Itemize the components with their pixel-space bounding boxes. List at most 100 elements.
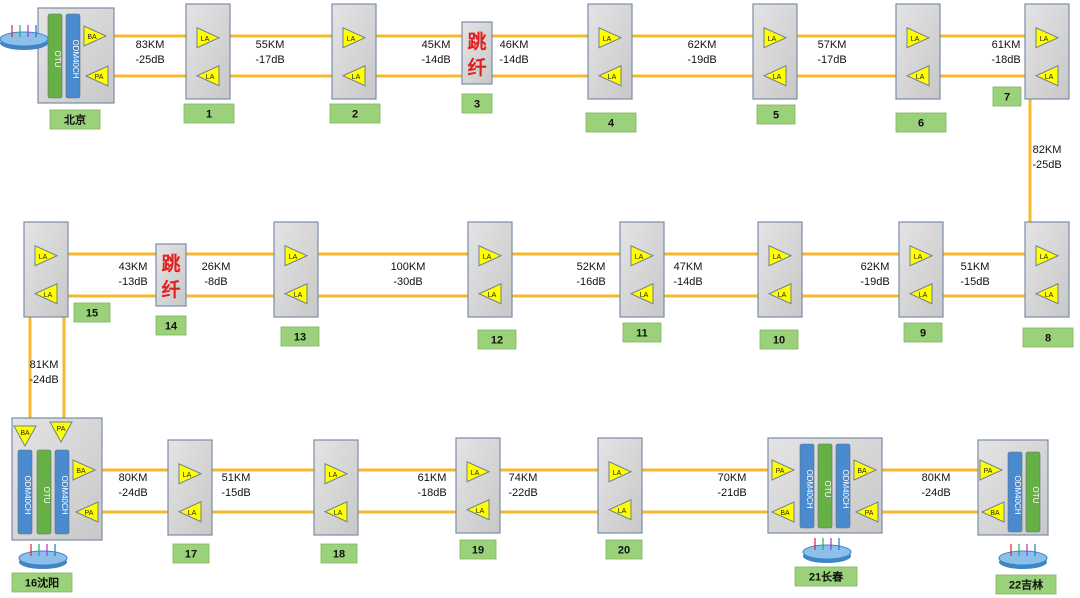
span-distance: 83KM bbox=[136, 39, 165, 51]
router-top bbox=[998, 550, 1048, 566]
pa-amp bbox=[979, 459, 1004, 481]
span-loss: -15dB bbox=[960, 276, 989, 288]
jump-text-bottom: 纤 bbox=[467, 56, 486, 79]
la-amp-forward bbox=[478, 244, 503, 267]
span-loss: -19dB bbox=[860, 276, 889, 288]
span-loss: -24dB bbox=[921, 487, 950, 499]
site-label-box bbox=[459, 539, 497, 560]
span-loss: -14dB bbox=[421, 54, 450, 66]
span-loss: -18dB bbox=[991, 54, 1020, 66]
pa-amp bbox=[84, 65, 109, 87]
span-distance: 62KM bbox=[688, 39, 717, 51]
span-distance: 62KM bbox=[861, 261, 890, 273]
otu-module-label: OTU bbox=[53, 51, 62, 68]
pa-amp-west-label: PA bbox=[776, 468, 785, 475]
la-amp-forward bbox=[324, 462, 349, 485]
la-amp-reverse bbox=[597, 64, 622, 87]
fiber-links bbox=[28, 34, 1032, 514]
la-amp-forward-label: LA bbox=[914, 254, 923, 261]
la-amp-reverse bbox=[1034, 64, 1059, 87]
la-amp-reverse bbox=[341, 64, 366, 87]
node-box bbox=[757, 221, 803, 318]
site-label-box bbox=[183, 103, 235, 124]
la-amp-reverse-label: LA bbox=[476, 508, 485, 515]
la-amp-reverse-label: LA bbox=[1045, 292, 1054, 299]
la-amp-forward-label: LA bbox=[483, 254, 492, 261]
span-loss: -16dB bbox=[576, 276, 605, 288]
la-amp-reverse bbox=[33, 282, 58, 305]
site-label-box bbox=[329, 103, 381, 124]
router-icon bbox=[802, 538, 852, 563]
span-loss: -13dB bbox=[118, 276, 147, 288]
span-distance: 47KM bbox=[674, 261, 703, 273]
span-loss: -24dB bbox=[118, 487, 147, 499]
ba-amp-north-label: BA bbox=[20, 430, 30, 437]
site-label-4: 4 bbox=[608, 118, 615, 130]
node-box bbox=[331, 3, 377, 100]
odm-module-east-label: ODM40CH bbox=[841, 469, 850, 508]
odm-module-label: ODM40CH bbox=[1013, 475, 1022, 514]
la-amp-forward-label: LA bbox=[347, 36, 356, 43]
span-loss: -17dB bbox=[817, 54, 846, 66]
odm-module-east bbox=[835, 443, 851, 529]
site-label-9: 9 bbox=[920, 328, 926, 340]
site-label-6: 6 bbox=[918, 118, 924, 130]
la-amp-forward bbox=[284, 244, 309, 267]
span-labels: 83KM-25dB55KM-17dB45KM-14dB46KM-14dB62KM… bbox=[29, 39, 1061, 499]
site-label-box bbox=[585, 112, 637, 133]
span-distance: 80KM bbox=[119, 472, 148, 484]
la-amp-reverse bbox=[607, 498, 632, 521]
span-distance: 55KM bbox=[256, 39, 285, 51]
node-box bbox=[752, 3, 798, 100]
site-label-12: 12 bbox=[491, 335, 503, 347]
ba-amp-east-label: BA bbox=[857, 468, 867, 475]
la-amp-forward bbox=[34, 244, 59, 267]
site-label-box bbox=[280, 326, 320, 347]
otu-module bbox=[1025, 451, 1041, 533]
site-label-北京: 北京 bbox=[64, 113, 86, 127]
la-amp-forward-label: LA bbox=[201, 36, 210, 43]
pa-amp-east bbox=[74, 501, 99, 523]
otu-module-label: OTU bbox=[42, 487, 51, 504]
span-distance: 74KM bbox=[509, 472, 538, 484]
la-amp-reverse bbox=[767, 282, 792, 305]
site-node-8: LA LA bbox=[1024, 221, 1070, 318]
site-label-box bbox=[756, 104, 796, 125]
span-distance: 80KM bbox=[922, 472, 951, 484]
node-box bbox=[455, 437, 501, 534]
la-amp-reverse-label: LA bbox=[640, 292, 649, 299]
otu-module-label: OTU bbox=[823, 481, 832, 498]
la-amp-forward-label: LA bbox=[471, 470, 480, 477]
node-box bbox=[185, 3, 231, 100]
la-amp-forward-label: LA bbox=[1040, 254, 1049, 261]
node-box bbox=[23, 221, 69, 318]
node-box bbox=[1024, 3, 1070, 100]
site-label-box bbox=[172, 543, 210, 564]
la-amp-forward-label: LA bbox=[289, 254, 298, 261]
site-label-18: 18 bbox=[333, 549, 345, 561]
la-amp-reverse-label: LA bbox=[44, 292, 53, 299]
site-label-15: 15 bbox=[86, 308, 98, 320]
jump-text-bottom: 纤 bbox=[161, 278, 180, 301]
la-amp-forward-label: LA bbox=[1040, 36, 1049, 43]
la-amp-reverse bbox=[477, 282, 502, 305]
pa-amp-label: PA bbox=[95, 74, 104, 81]
ba-amp-east bbox=[853, 459, 878, 481]
pa-amp-east-label: PA bbox=[85, 510, 94, 517]
site-node-14: 跳纤 bbox=[155, 243, 187, 307]
site-label-box bbox=[895, 112, 947, 133]
node-box bbox=[313, 439, 359, 536]
la-amp-forward bbox=[196, 26, 221, 49]
span-loss: -25dB bbox=[135, 54, 164, 66]
node-box bbox=[898, 221, 944, 318]
jump-box bbox=[461, 21, 493, 85]
la-amp-reverse-label: LA bbox=[206, 74, 215, 81]
site-label-20: 20 bbox=[618, 545, 630, 557]
site-label-box bbox=[461, 93, 493, 114]
